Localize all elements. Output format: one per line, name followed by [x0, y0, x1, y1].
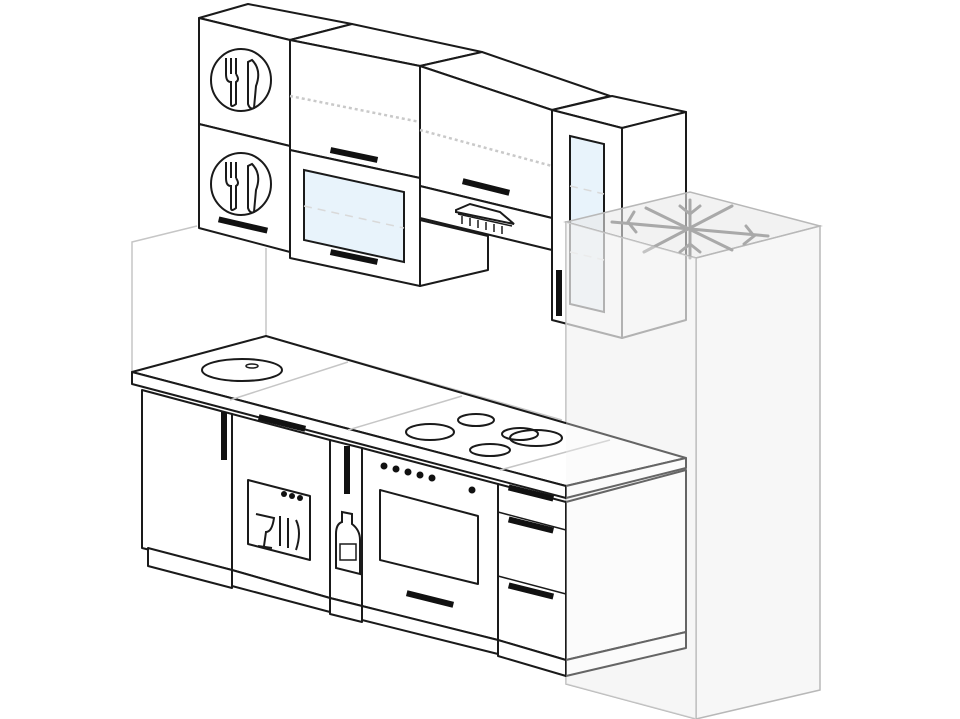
wine-glass-icon [255, 513, 300, 551]
fork-knife-icon [210, 152, 272, 216]
cooktop [405, 413, 563, 457]
dishwasher [231, 413, 331, 613]
upper-cabinet-left [198, 3, 353, 253]
drawer-cabinet [497, 469, 687, 677]
snowflake-icon [610, 198, 770, 260]
dishwasher-indicators [281, 491, 303, 501]
bottle-icon [335, 510, 361, 576]
upper-cabinet-middle [289, 23, 489, 287]
oven-knobs [380, 462, 476, 494]
refrigerator-overlay [566, 222, 696, 719]
range-hood-icon [455, 202, 515, 234]
base-cabinet-sink [141, 389, 233, 589]
sink [201, 358, 283, 382]
fork-knife-icon [210, 48, 272, 112]
